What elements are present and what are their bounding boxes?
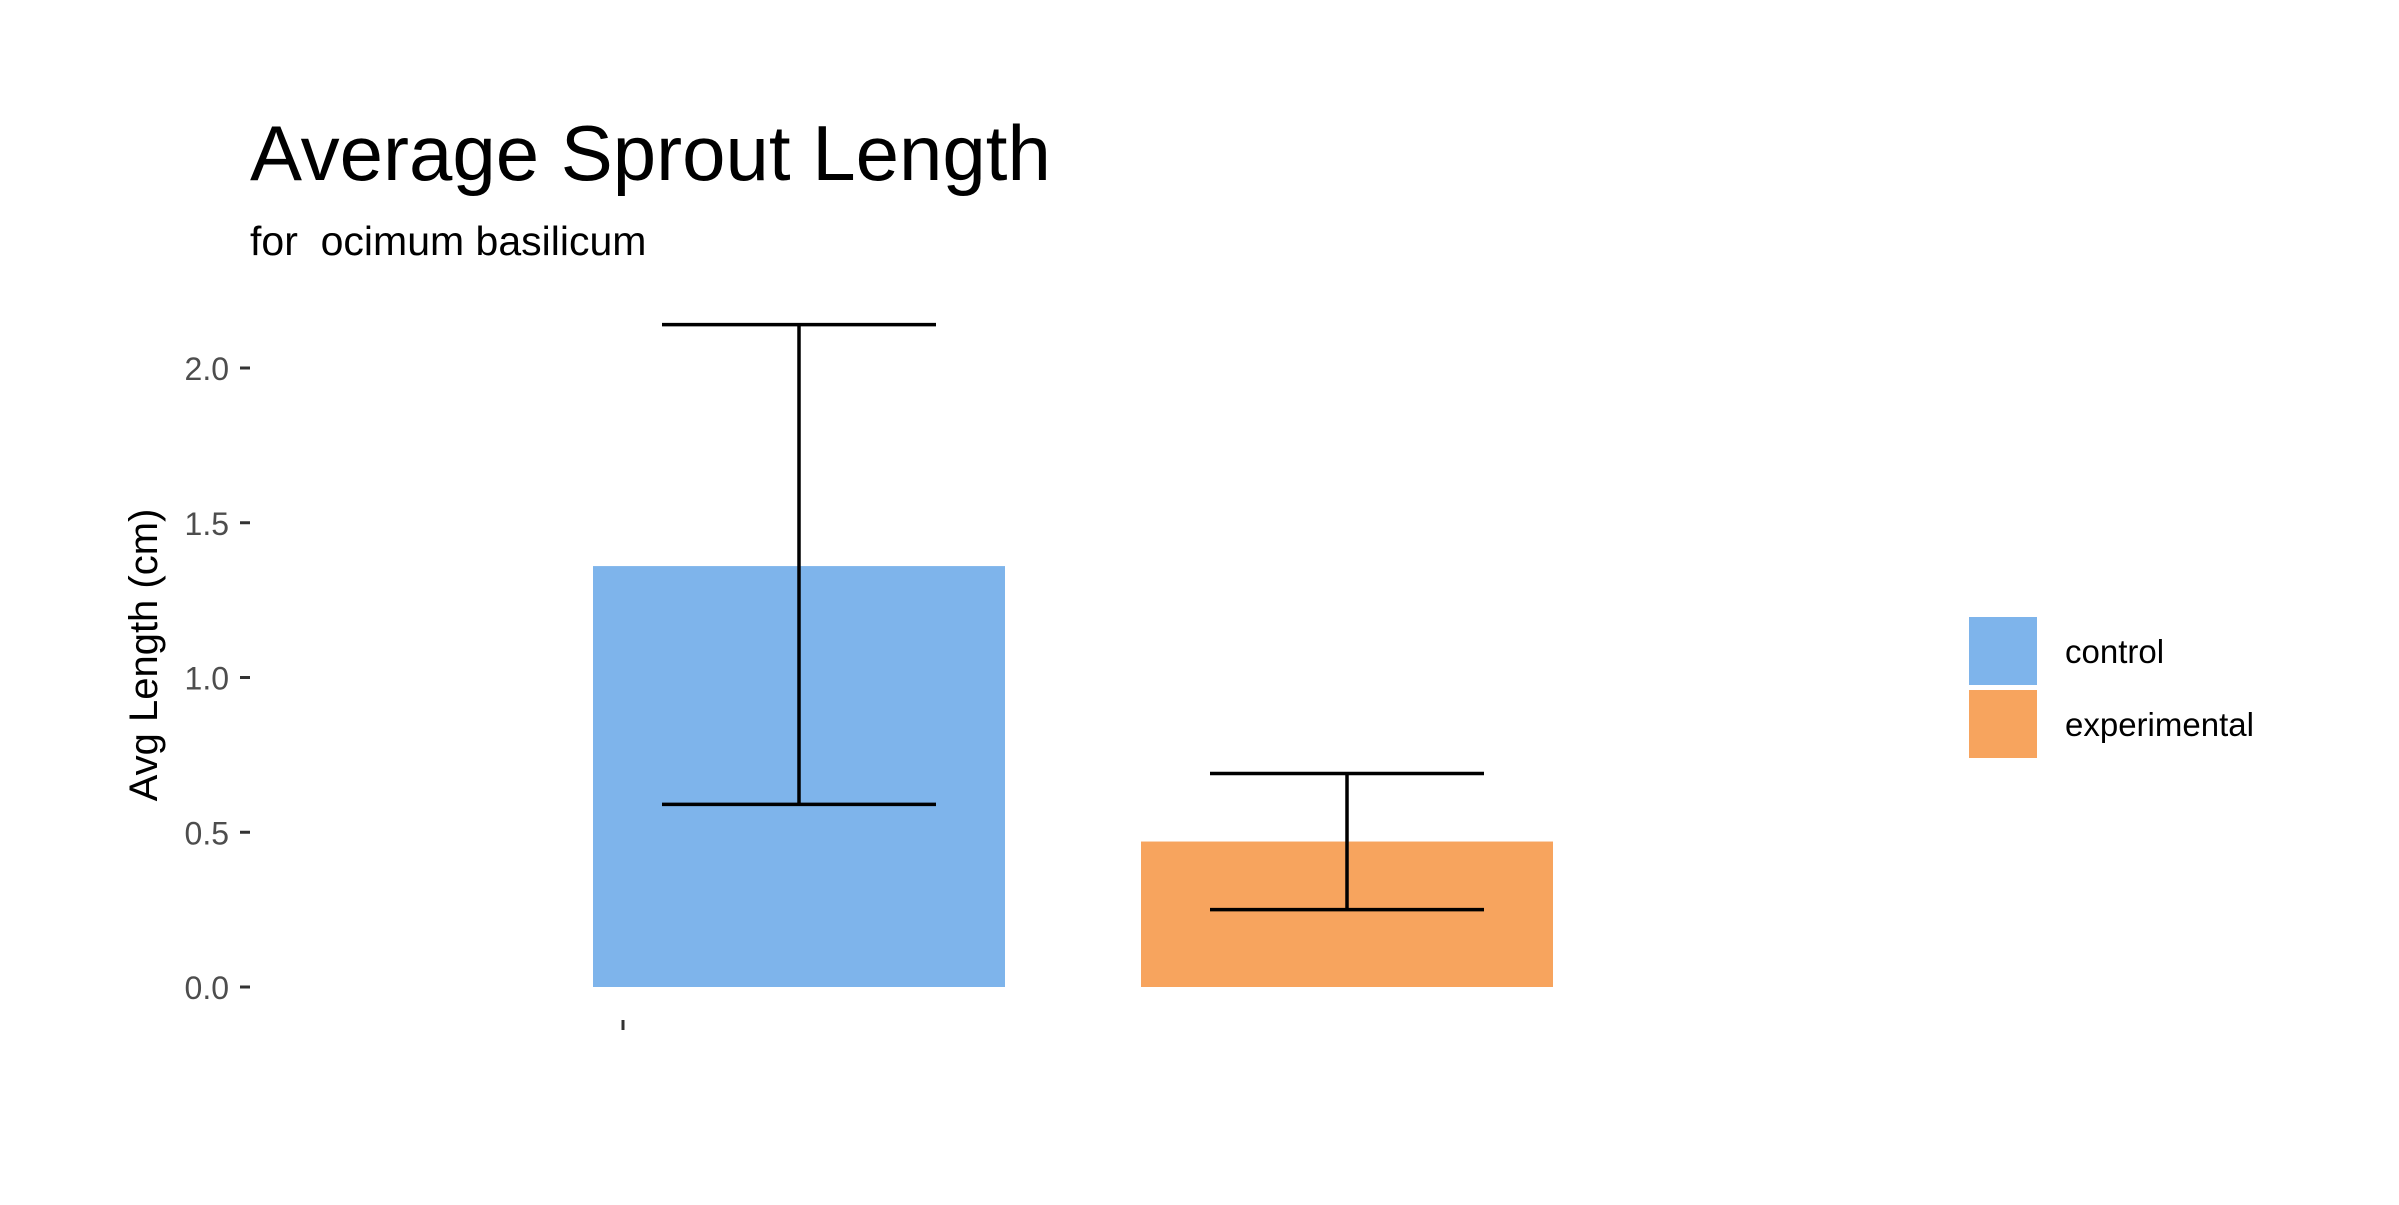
y-tick-label: 0.0 (185, 970, 229, 1006)
y-tick-label: 1.5 (185, 506, 229, 542)
legend-label-control: control (2065, 633, 2164, 670)
bars-group (593, 566, 1553, 987)
legend-key-experimental (1969, 690, 2037, 758)
y-axis-label: Avg Length (cm) (122, 509, 166, 802)
legend-label-experimental: experimental (2065, 706, 2254, 743)
chart-subtitle: for ocimum basilicum (250, 218, 646, 264)
legend-key-control (1969, 617, 2037, 685)
legend: control experimental (1969, 617, 2254, 758)
error-bars-group (662, 322, 1484, 912)
y-tick-label: 2.0 (185, 351, 229, 387)
y-tick-label: 0.5 (185, 815, 229, 851)
y-axis: 0.0 0.5 1.0 1.5 2.0 (185, 351, 250, 1006)
chart-title: Average Sprout Length (250, 109, 1051, 197)
y-tick-label: 1.0 (185, 661, 229, 697)
